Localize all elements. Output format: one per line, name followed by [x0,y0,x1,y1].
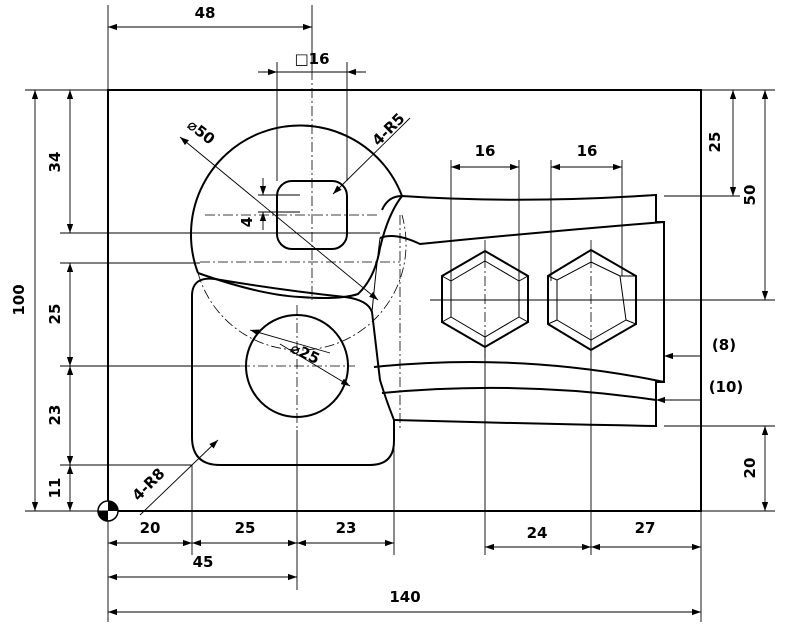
lower-body [191,277,395,466]
dim-23-left: 23 [46,405,64,426]
dim-20-right: 20 [741,458,759,479]
sloped-flange [371,193,665,428]
dim-48: 48 [195,4,216,22]
dim-4-r8: 4-R8 [128,464,168,504]
dim-100: 100 [10,284,28,315]
dim-10: (10) [709,378,744,396]
dimension-lines [31,23,769,616]
dim-4: 4 [238,217,256,227]
dim-circle-25: ⌀25 [288,339,323,368]
dim-hex-16-left: 16 [475,142,496,160]
extension-lines [25,5,775,622]
dim-50-right: 50 [741,185,759,206]
dim-34: 34 [46,152,64,173]
dim-25-bottom: 25 [235,519,256,537]
dim-25-right: 25 [706,132,724,153]
dim-25-left: 25 [46,304,64,325]
dim-20-bottom: 20 [140,519,161,537]
circular-boss [190,124,407,351]
dim-circle-50: ⌀50 [184,116,219,149]
dim-8: (8) [712,336,736,354]
dim-23-bottom: 23 [336,519,357,537]
dim-square-16: □16 [294,50,329,68]
dim-11: 11 [46,478,64,499]
dim-27: 27 [635,519,656,537]
outer-plate [107,89,702,512]
dim-140: 140 [389,588,420,606]
dim-hex-16-right: 16 [577,142,598,160]
dim-45: 45 [193,553,214,571]
dim-4-r5: 4-R5 [368,109,408,149]
dim-24: 24 [527,524,548,542]
